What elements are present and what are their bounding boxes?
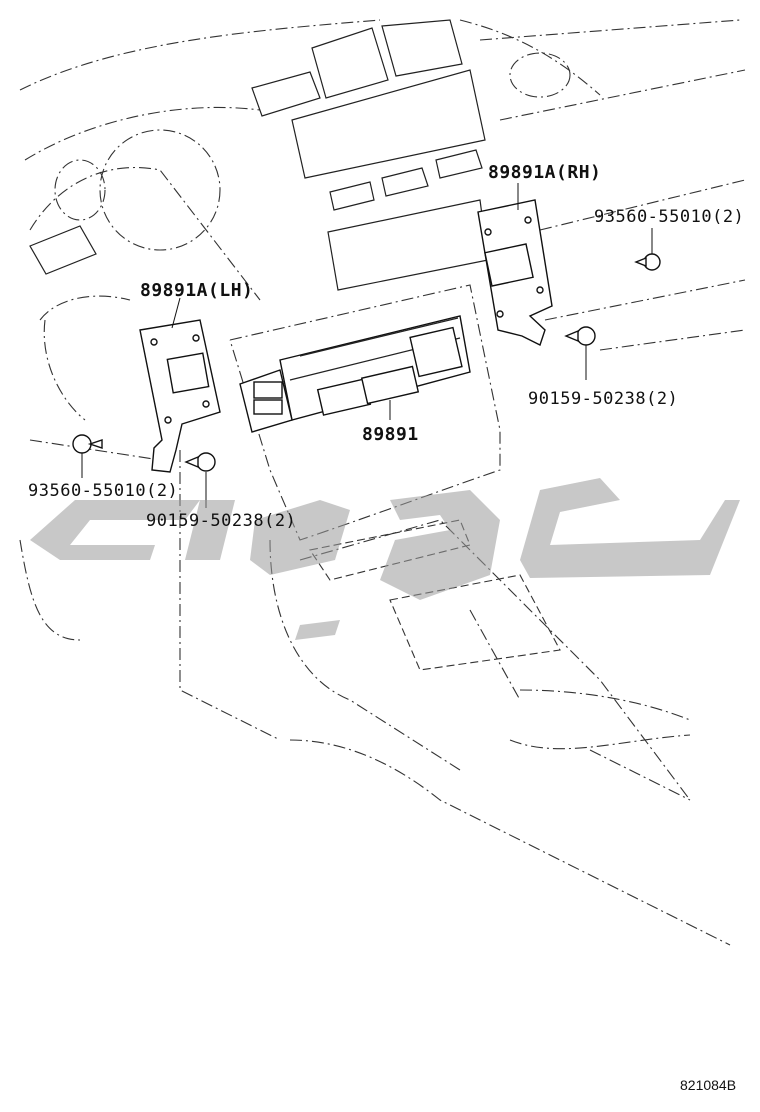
- label-bracket-rh: 89891A(RH): [488, 162, 601, 183]
- label-main-unit: 89891: [362, 424, 419, 445]
- bolt-lh-icon: [184, 452, 216, 508]
- dashboard-panels: [29, 19, 489, 291]
- fasteners: [72, 228, 661, 508]
- dashboard-outline: [19, 19, 746, 946]
- reference-code: 821084B: [680, 1077, 736, 1093]
- label-bolt-rh: 90159-50238(2): [528, 389, 678, 409]
- screw-lh-icon: [72, 434, 103, 478]
- bracket-lh: [139, 297, 221, 473]
- label-screw-rh: 93560-55010(2): [594, 207, 744, 227]
- watermark-logo: [30, 478, 740, 640]
- label-screw-lh: 93560-55010(2): [28, 481, 178, 501]
- bracket-rh: [477, 183, 553, 346]
- bolt-rh-icon: [564, 326, 596, 380]
- label-bolt-lh: 90159-50238(2): [146, 511, 296, 531]
- screw-rh-icon: [634, 228, 661, 271]
- control-unit-89891: [239, 315, 471, 433]
- label-bracket-lh: 89891A(LH): [140, 280, 253, 301]
